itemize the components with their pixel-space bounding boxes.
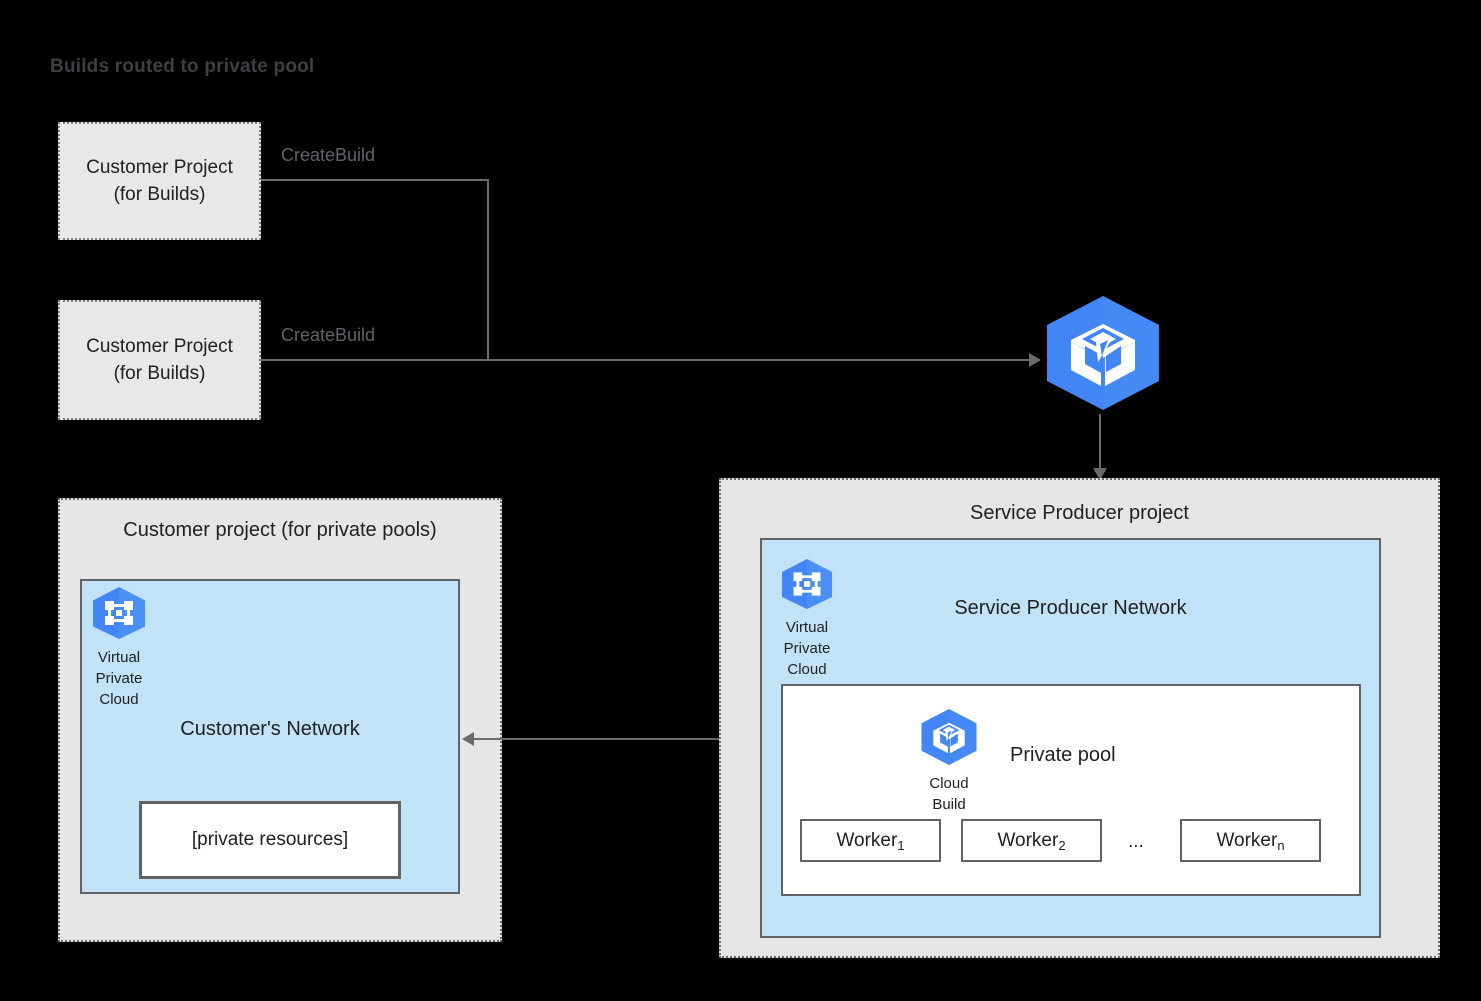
customer-build-project-1[interactable]: Customer Project (for Builds) [58, 122, 261, 240]
private-pool-cloud-build-icon-block: Cloud Build [918, 708, 980, 815]
worker-2-subscript: 2 [1058, 837, 1066, 853]
worker-box-n-label: Workern [1216, 829, 1285, 853]
cloud-build-service-icon-block[interactable] [1040, 294, 1166, 417]
virtual-private-cloud-icon [781, 558, 833, 610]
connector-service-producer-vertical [1099, 414, 1101, 470]
customer-vpc-icon-block: Virtual Private Cloud [90, 586, 148, 710]
private-resources-box[interactable]: [private resources] [139, 801, 401, 879]
service-producer-vpc-icon-block: Virtual Private Cloud [779, 558, 835, 680]
connector-build-2-horizontal [261, 359, 1040, 361]
peering-arrow-left-head [462, 732, 474, 746]
worker-box-1[interactable]: Worker1 [800, 819, 941, 862]
customer-project-title: Customer project (for private pools) [123, 519, 437, 541]
virtual-private-cloud-icon [93, 587, 145, 639]
connector-build-1-vertical [487, 179, 489, 359]
customers-network-title: Customer's Network [180, 718, 360, 740]
page-title: Builds routed to private pool [50, 56, 315, 77]
customer-build-project-2[interactable]: Customer Project (for Builds) [58, 300, 261, 420]
cloud-build-icon [1047, 296, 1159, 410]
customer-vpc-caption: Virtual Private Cloud [95, 649, 143, 708]
create-build-label-1: CreateBuild [281, 145, 376, 165]
service-producer-project-title: Service Producer project [970, 502, 1189, 524]
connector-build-1-horizontal [261, 179, 488, 181]
customer-build-project-2-label: Customer Project (for Builds) [86, 336, 233, 384]
service-producer-network-title: Service Producer Network [954, 597, 1187, 619]
worker-box-2-label: Worker2 [997, 829, 1066, 853]
create-build-label-2: CreateBuild [281, 325, 376, 345]
service-producer-vpc-caption: Virtual Private Cloud [783, 619, 831, 678]
worker-n-subscript: n [1277, 837, 1285, 853]
worker-box-1-label: Worker1 [836, 829, 905, 853]
cloud-build-icon [921, 708, 977, 766]
worker-box-2[interactable]: Worker2 [961, 819, 1102, 862]
customer-build-project-1-label: Customer Project (for Builds) [86, 157, 233, 205]
connector-service-producer-arrowhead [1093, 468, 1107, 480]
worker-1-subscript: 1 [897, 837, 905, 853]
worker-ellipsis: ... [1128, 831, 1144, 852]
private-pool-box[interactable] [781, 684, 1361, 896]
private-resources-label: [private resources] [191, 829, 349, 850]
private-pool-title: Private pool [1010, 744, 1116, 766]
worker-box-n[interactable]: Workern [1180, 819, 1321, 862]
peering-arrow-line [472, 738, 760, 740]
private-pool-cloud-build-caption: Cloud Build [929, 775, 969, 813]
connector-build-arrowhead [1029, 353, 1041, 367]
